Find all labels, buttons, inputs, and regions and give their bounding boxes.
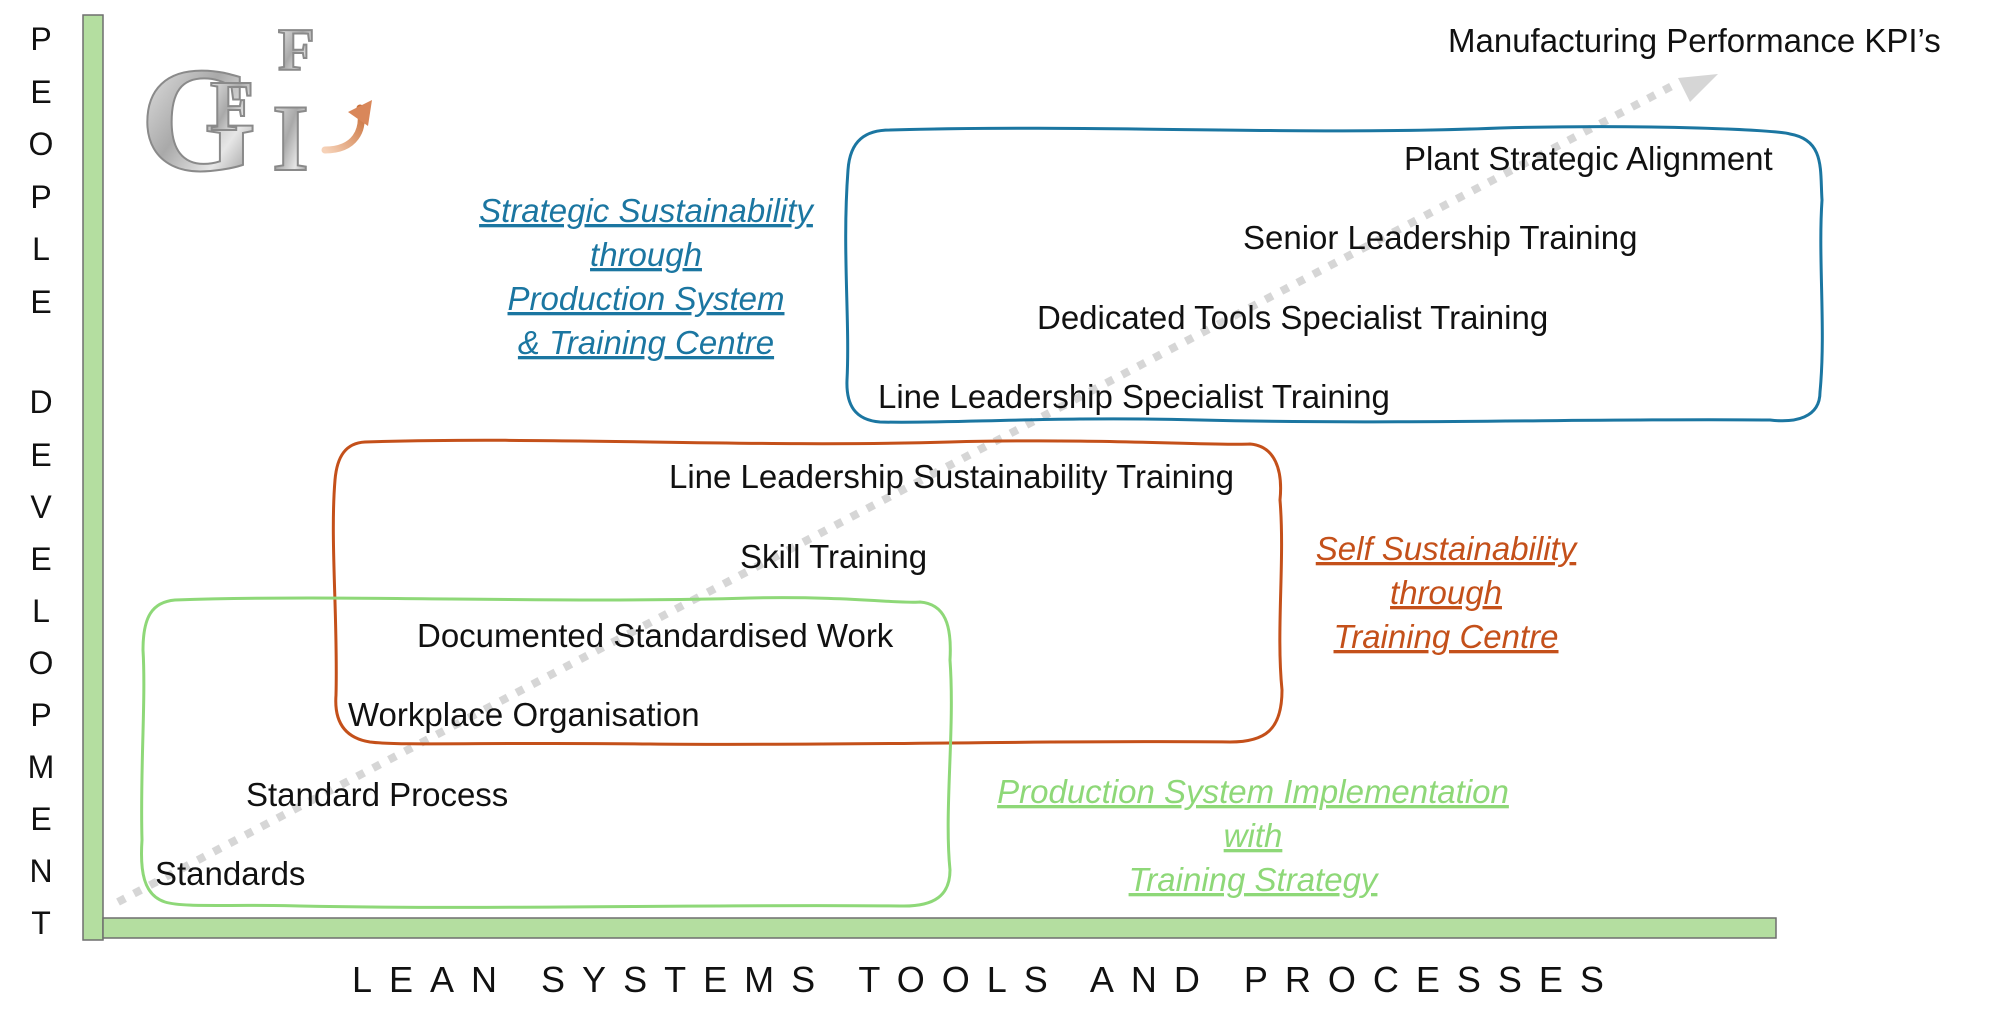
y-axis-letter: E [30,801,51,837]
green-annotation-line-1: Production System Implementation [997,773,1509,810]
item-line-leadership-sustainability-training: Line Leadership Sustainability Training [669,458,1234,495]
y-axis-letter: O [29,645,54,681]
y-axis-letter: V [30,489,52,525]
item-plant-strategic-alignment: Plant Strategic Alignment [1404,140,1773,177]
y-axis-letter: M [28,749,55,785]
blue-annotation-line-4: & Training Centre [518,324,774,361]
y-axis-letter: T [31,905,51,941]
y-axis-letter: D [29,384,52,420]
y-axis-letter: E [30,284,51,320]
blue-annotation-line-1: Strategic Sustainability [479,192,815,229]
orange-annotation-line-1: Self Sustainability [1316,530,1579,567]
y-axis-letter: L [32,231,50,267]
green-annotation-line-2: with [1224,817,1283,854]
item-dedicated-tools-specialist-training: Dedicated Tools Specialist Training [1037,299,1548,336]
item-workplace-organisation: Workplace Organisation [348,696,700,733]
y-axis-letter: P [30,21,51,57]
svg-text:F: F [210,66,254,146]
item-line-leadership-specialist-training: Line Leadership Specialist Training [878,378,1390,415]
item-documented-standardised-work: Documented Standardised Work [417,617,894,654]
item-standards: Standards [155,855,305,892]
y-axis-letter: E [30,437,51,473]
green-annotation-line-3: Training Strategy [1129,861,1380,898]
green-group-box [140,596,953,909]
blue-annotation: Strategic Sustainability through Product… [479,192,815,361]
x-axis-label: LEAN SYSTEMS TOOLS AND PROCESSES [352,959,1621,1000]
y-axis-letter: E [30,541,51,577]
svg-text:G: G [140,37,257,203]
item-standard-process: Standard Process [246,776,508,813]
x-axis-bar [102,917,1777,939]
y-axis-letter: P [30,697,51,733]
green-annotation: Production System Implementation with Tr… [997,773,1509,898]
y-axis-letter: N [29,853,52,889]
y-axis-letter: L [32,593,50,629]
y-axis-letter: O [29,126,54,162]
item-senior-leadership-training: Senior Leadership Training [1243,219,1637,256]
kpi-label: Manufacturing Performance KPI’s [1448,22,1941,59]
y-axis-letter: P [30,179,51,215]
kpi-trend-arrow [116,74,1718,906]
y-axis-bar [82,14,104,941]
svg-text:F: F [278,17,315,83]
orange-annotation: Self Sustainability through Training Cen… [1316,530,1579,655]
orange-annotation-line-3: Training Centre [1334,618,1559,655]
blue-annotation-line-3: Production System [508,280,785,317]
svg-text:I: I [272,85,309,191]
blue-group-box [844,125,1824,424]
y-axis-letter: E [30,74,51,110]
company-logo: G F F I [139,16,372,204]
orange-group-box [331,438,1284,746]
item-skill-training: Skill Training [740,538,927,575]
orange-annotation-line-2: through [1390,574,1502,611]
blue-annotation-line-2: through [590,236,702,273]
